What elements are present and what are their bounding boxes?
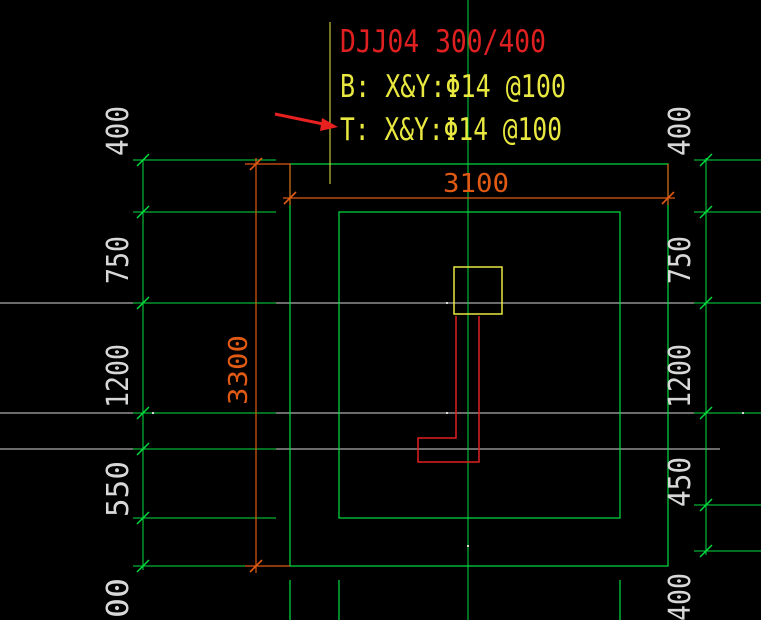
left-dimension-texts: 400 750 1200 550 00	[101, 106, 136, 618]
left-dim-4: 550	[101, 461, 136, 517]
column-outline	[453, 266, 503, 315]
left-dim-5: 00	[101, 578, 136, 618]
column-reinforcement-outline	[417, 316, 480, 463]
footing-outer-outline	[289, 163, 669, 567]
right-dimension-texts: 400 750 1200 450 400	[663, 106, 698, 620]
top-rebar-label: T: X&Y:Φ14 @100	[340, 112, 562, 148]
right-dim-2: 750	[663, 236, 698, 284]
lower-footing-lines	[289, 580, 621, 620]
red-arrow-icon	[274, 112, 338, 131]
width-dimension-line	[283, 164, 675, 205]
right-dim-5: 400	[663, 573, 698, 620]
left-dim-2: 750	[101, 236, 136, 284]
reference-dots	[152, 302, 744, 547]
foundation-label: DJJ04 300/400	[340, 24, 546, 60]
right-dim-4: 450	[663, 457, 698, 507]
width-dimension-text: 3100	[443, 169, 509, 199]
right-dim-3: 1200	[663, 344, 698, 408]
height-dimension-line	[245, 157, 290, 573]
bottom-rebar-label: B: X&Y:Φ14 @100	[340, 69, 566, 105]
height-dimension-text: 3300	[224, 335, 254, 405]
left-dimension-chain	[133, 153, 276, 573]
right-dim-1: 400	[663, 106, 698, 156]
left-dim-1: 400	[101, 106, 136, 156]
right-dimension-chain	[694, 153, 761, 558]
left-dim-3: 1200	[101, 344, 136, 408]
axis-lines	[0, 302, 720, 450]
footing-inner-outline	[338, 211, 621, 519]
